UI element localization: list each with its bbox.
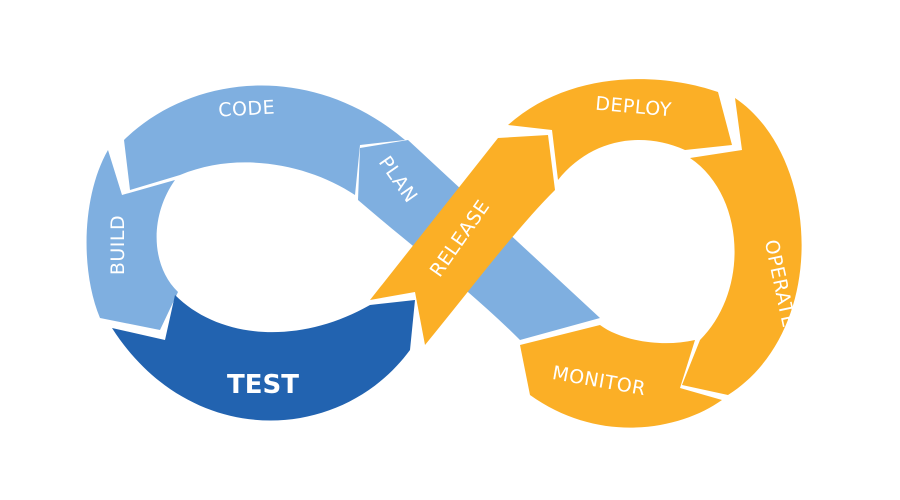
operate-segment bbox=[682, 98, 802, 395]
build-label: BUILD bbox=[107, 215, 129, 275]
monitor-segment bbox=[520, 325, 722, 428]
test-label: TEST bbox=[227, 370, 299, 400]
test-segment bbox=[112, 295, 415, 421]
code-label: CODE bbox=[218, 97, 276, 122]
code-segment bbox=[124, 85, 405, 195]
deploy-segment bbox=[508, 79, 732, 180]
release-segment bbox=[370, 135, 555, 345]
build-segment bbox=[86, 150, 178, 330]
